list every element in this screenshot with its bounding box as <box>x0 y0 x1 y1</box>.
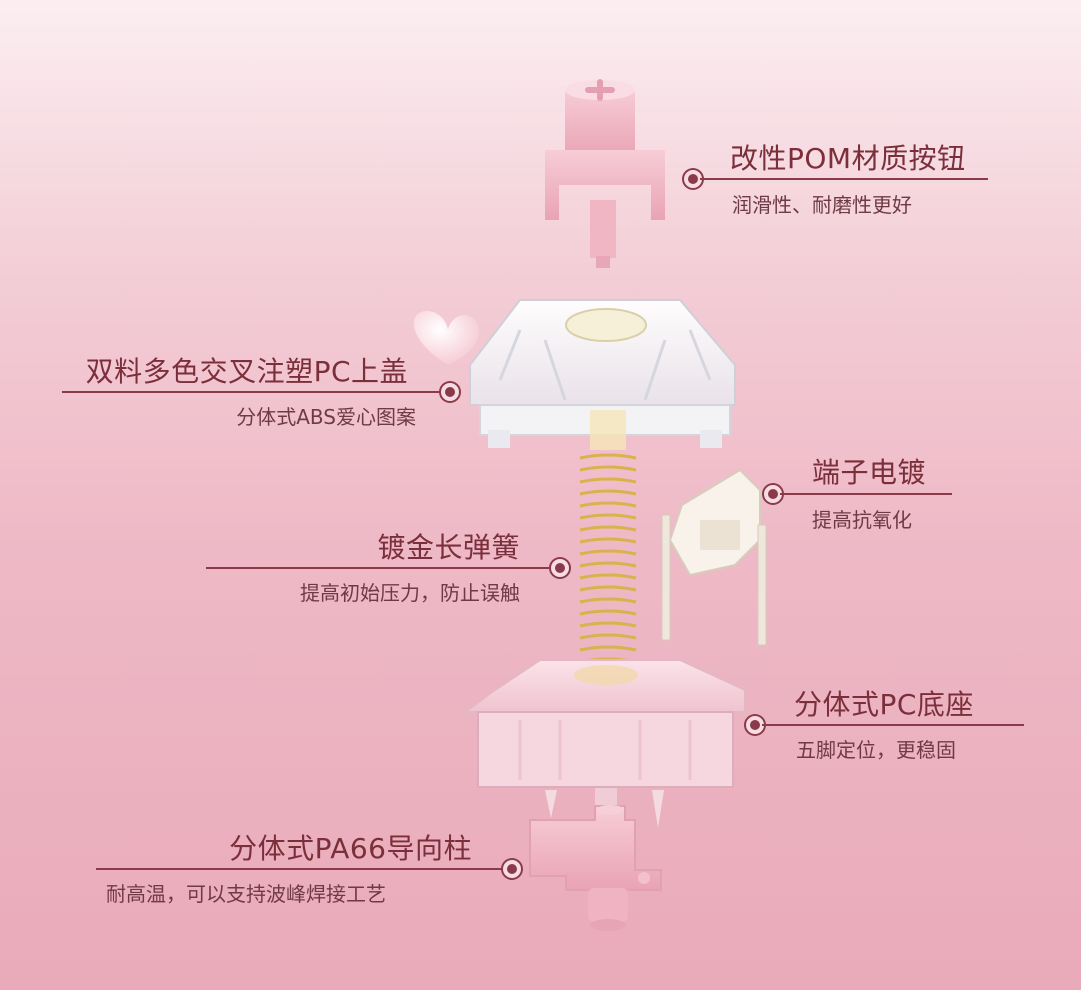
bottom-title: 分体式PC底座 <box>794 688 974 721</box>
pa66-callout-dot <box>503 860 521 878</box>
stem-subtitle: 润滑性、耐磨性更好 <box>732 193 912 217</box>
bottom-callout: 分体式PC底座 <box>794 688 974 722</box>
top-callout-line <box>62 391 444 393</box>
spring-subtitle: 提高初始压力，防止误触 <box>300 581 520 605</box>
top-title: 双料多色交叉注塑PC上盖 <box>85 355 408 388</box>
stem-callout-line <box>700 178 988 180</box>
spring-title: 镀金长弹簧 <box>377 531 520 564</box>
terminal-callout: 端子电镀 <box>812 456 926 490</box>
pa66-title: 分体式PA66导向柱 <box>229 832 472 865</box>
terminal-callout-line <box>780 493 952 495</box>
bottom-housing-part <box>461 659 746 828</box>
stem-callout: 改性POM材质按钮 <box>730 142 966 176</box>
spring-callout-dot <box>551 559 569 577</box>
top-callout: 双料多色交叉注塑PC上盖 <box>62 355 408 389</box>
terminal-part <box>661 468 767 646</box>
terminal-title: 端子电镀 <box>812 456 927 489</box>
pa66-guide-part <box>529 805 662 931</box>
top-subtitle: 分体式ABS爱心图案 <box>236 405 416 429</box>
pa66-subtitle: 耐高温，可以支持波峰焊接工艺 <box>106 882 386 906</box>
stem-part <box>545 79 665 268</box>
pa66-callout: 分体式PA66导向柱 <box>96 832 472 866</box>
pa66-callout-line <box>96 868 508 870</box>
spring-callout: 镀金长弹簧 <box>206 531 520 565</box>
stem-title: 改性POM材质按钮 <box>730 142 966 175</box>
top-housing-part <box>469 299 736 450</box>
terminal-subtitle: 提高抗氧化 <box>812 508 912 532</box>
bottom-subtitle: 五脚定位，更稳固 <box>796 738 956 762</box>
spring-part <box>579 453 637 676</box>
top-callout-dot <box>441 383 459 401</box>
spring-callout-line <box>206 567 554 569</box>
heart-icon <box>413 310 480 365</box>
bottom-callout-line <box>762 724 1024 726</box>
